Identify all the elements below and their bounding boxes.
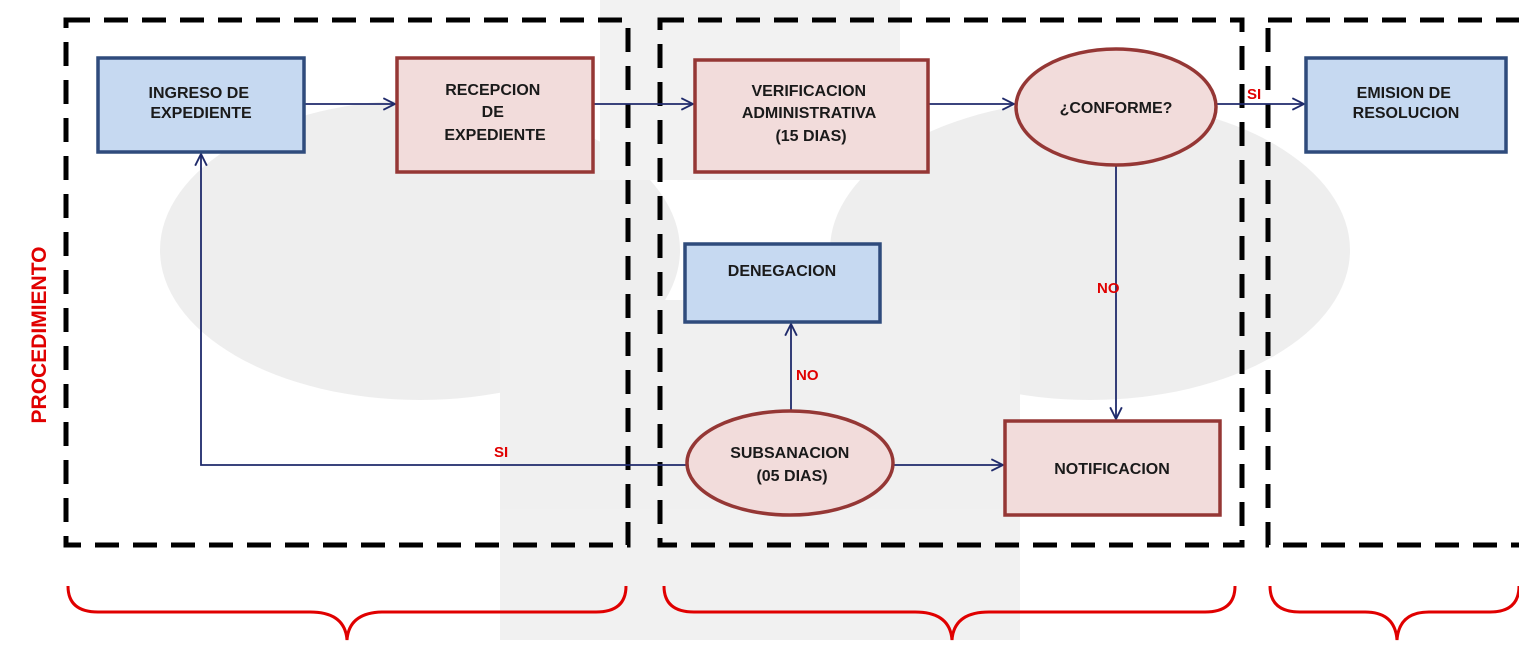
node-emision-de-resolucion[interactable]: EMISION DE RESOLUCION xyxy=(1304,56,1508,154)
region-frame-middle xyxy=(657,17,1245,548)
verificacion-line-1: VERIFICACION xyxy=(751,83,866,100)
edge-label-si-emision: SI xyxy=(1247,86,1261,103)
region-frame-left xyxy=(63,17,631,548)
svg-text:INGRESO DE EXPEDIENTE: INGRESO DE EXPEDIENTE xyxy=(149,85,254,122)
node-notificacion[interactable]: NOTIFICACION xyxy=(1003,419,1222,517)
svg-text:EMISION DE RESOLUCION: EMISION DE RESOLUCION xyxy=(1353,85,1460,122)
emision-line-2: RESOLUCION xyxy=(1353,105,1460,122)
node-ingreso-de-expediente[interactable]: INGRESO DE EXPEDIENTE xyxy=(96,56,306,154)
node-subsanacion[interactable]: SUBSANACION (05 DIAS) xyxy=(685,409,895,517)
emision-line-1: EMISION DE xyxy=(1357,85,1452,102)
denegacion-text: DENEGACION xyxy=(728,263,836,280)
region-frames xyxy=(63,17,1519,548)
node-recepcion-de-expediente[interactable]: RECEPCION DE EXPEDIENTE xyxy=(395,56,595,174)
edge-label-no-denegacion: NO xyxy=(796,367,819,384)
svg-text:VERIFICACION ADMINISTRAT: VERIFICACION ADMINISTRATIVA (15 DIAS) xyxy=(742,83,880,145)
braces xyxy=(66,585,1519,641)
recepcion-line-2: DE xyxy=(482,104,505,121)
recepcion-line-1: RECEPCION xyxy=(445,82,540,99)
edge-label-si-ingreso: SI xyxy=(494,444,508,461)
brace-middle xyxy=(662,585,1237,641)
svg-text:SUBSANACION (05 DIAS): SUBSANACION (05 DIAS) xyxy=(730,445,854,485)
conforme-text: ¿CONFORME? xyxy=(1060,100,1173,117)
verificacion-line-2: ADMINISTRATIVA xyxy=(742,105,877,122)
region-frame-right xyxy=(1265,17,1519,548)
recepcion-line-3: EXPEDIENTE xyxy=(444,127,546,144)
subsanacion-line-2: (05 DIAS) xyxy=(756,468,827,485)
svg-text:NOTIFICACION: NOTIFICACION xyxy=(1054,461,1170,478)
connectors xyxy=(201,104,1304,465)
procedimiento-label: PROCEDIMIENTO xyxy=(28,247,51,424)
node-denegacion[interactable]: DENEGACION xyxy=(683,242,882,324)
svg-text:DENEGACION: DENEGACION xyxy=(728,263,836,280)
svg-text:RECEPCION DE EXPED: RECEPCION DE EXPEDIENTE xyxy=(444,82,546,144)
arrow-subsanacion-to-ingreso xyxy=(201,154,686,466)
verificacion-line-3: (15 DIAS) xyxy=(775,128,846,145)
ingreso-line-1: INGRESO DE xyxy=(149,85,250,102)
node-verificacion-administrativa[interactable]: VERIFICACION ADMINISTRATIVA (15 DIAS) xyxy=(693,58,930,174)
crest-watermark xyxy=(160,0,1350,640)
subsanacion-line-1: SUBSANACION xyxy=(730,445,849,462)
brace-left xyxy=(66,585,628,641)
edge-label-no-notificacion: NO xyxy=(1097,280,1120,297)
node-conforme-decision[interactable]: ¿CONFORME? xyxy=(1014,47,1218,167)
notificacion-text: NOTIFICACION xyxy=(1054,461,1170,478)
svg-text:¿CONFORME?: ¿CONFORME? xyxy=(1060,100,1173,117)
ingreso-line-2: EXPEDIENTE xyxy=(150,105,252,122)
brace-right xyxy=(1268,585,1519,641)
